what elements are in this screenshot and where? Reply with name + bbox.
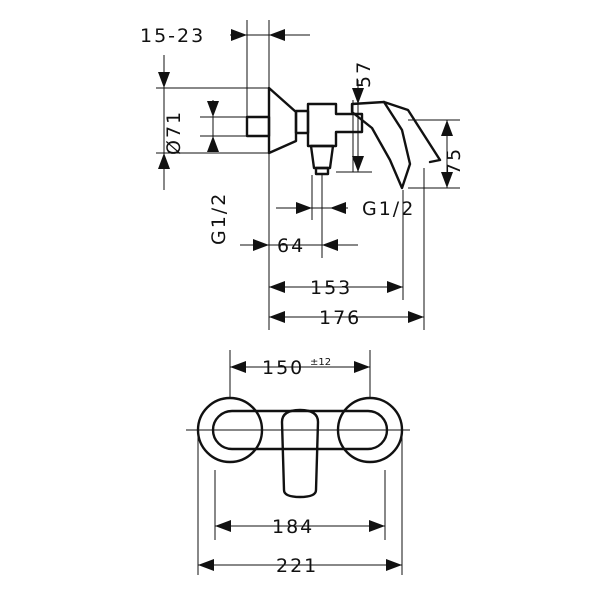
dim-arrow: [352, 88, 364, 104]
dim-arrow: [386, 559, 402, 571]
dim-width-150: 150: [262, 357, 304, 379]
dim-arrow: [231, 29, 247, 41]
front-view: 150 ±12 184 221: [186, 350, 410, 577]
dim-width-184: 184: [272, 516, 314, 538]
dim-height-75: 75: [443, 147, 465, 175]
dim-arrow: [352, 156, 364, 172]
dim-arrow: [269, 311, 285, 323]
dim-arrow: [253, 239, 269, 251]
dim-arrow: [207, 101, 219, 117]
dim-arrow: [158, 153, 170, 169]
dim-arrow: [230, 361, 246, 373]
side-view: 15-23 Ø71 G1/2 57 75 G1/2 64: [140, 20, 465, 330]
mixer-body-front: [211, 409, 389, 451]
lever-handle: [350, 100, 412, 190]
dim-arrow: [322, 239, 338, 251]
dim-arrow: [387, 281, 403, 293]
dim-arrow: [354, 361, 370, 373]
connector-nut: [294, 109, 310, 135]
dim-width-176: 176: [319, 307, 361, 329]
dim-arrow: [330, 202, 346, 214]
dim-wall-offset: 15-23: [140, 25, 205, 47]
dim-arrow: [441, 120, 453, 136]
dim-arrow: [215, 520, 231, 532]
dim-arrow: [207, 136, 219, 152]
dim-width-64: 64: [277, 235, 305, 257]
dim-diameter: Ø71: [163, 110, 185, 155]
dim-height-57: 57: [353, 60, 375, 88]
dim-thread-left: G1/2: [208, 192, 230, 245]
dim-thread-right: G1/2: [362, 198, 415, 220]
outlet-thread: [314, 166, 330, 176]
rosette: [267, 86, 298, 155]
dim-arrow: [441, 172, 453, 188]
dim-arrow: [296, 202, 312, 214]
dim-arrow: [408, 311, 424, 323]
lever-front: [280, 408, 320, 499]
mixer-body: [306, 102, 364, 148]
dim-arrow: [198, 559, 214, 571]
dim-arrow: [369, 520, 385, 532]
inlet-stub: [245, 115, 271, 138]
dim-width-153: 153: [310, 277, 352, 299]
dim-arrow: [269, 281, 285, 293]
dim-arrow: [158, 72, 170, 88]
lever-handle-outline: [382, 100, 442, 164]
dim-tolerance-150: ±12: [310, 357, 331, 368]
dim-arrow: [269, 29, 285, 41]
dim-width-221: 221: [276, 555, 318, 577]
outlet-fitting: [309, 144, 335, 170]
